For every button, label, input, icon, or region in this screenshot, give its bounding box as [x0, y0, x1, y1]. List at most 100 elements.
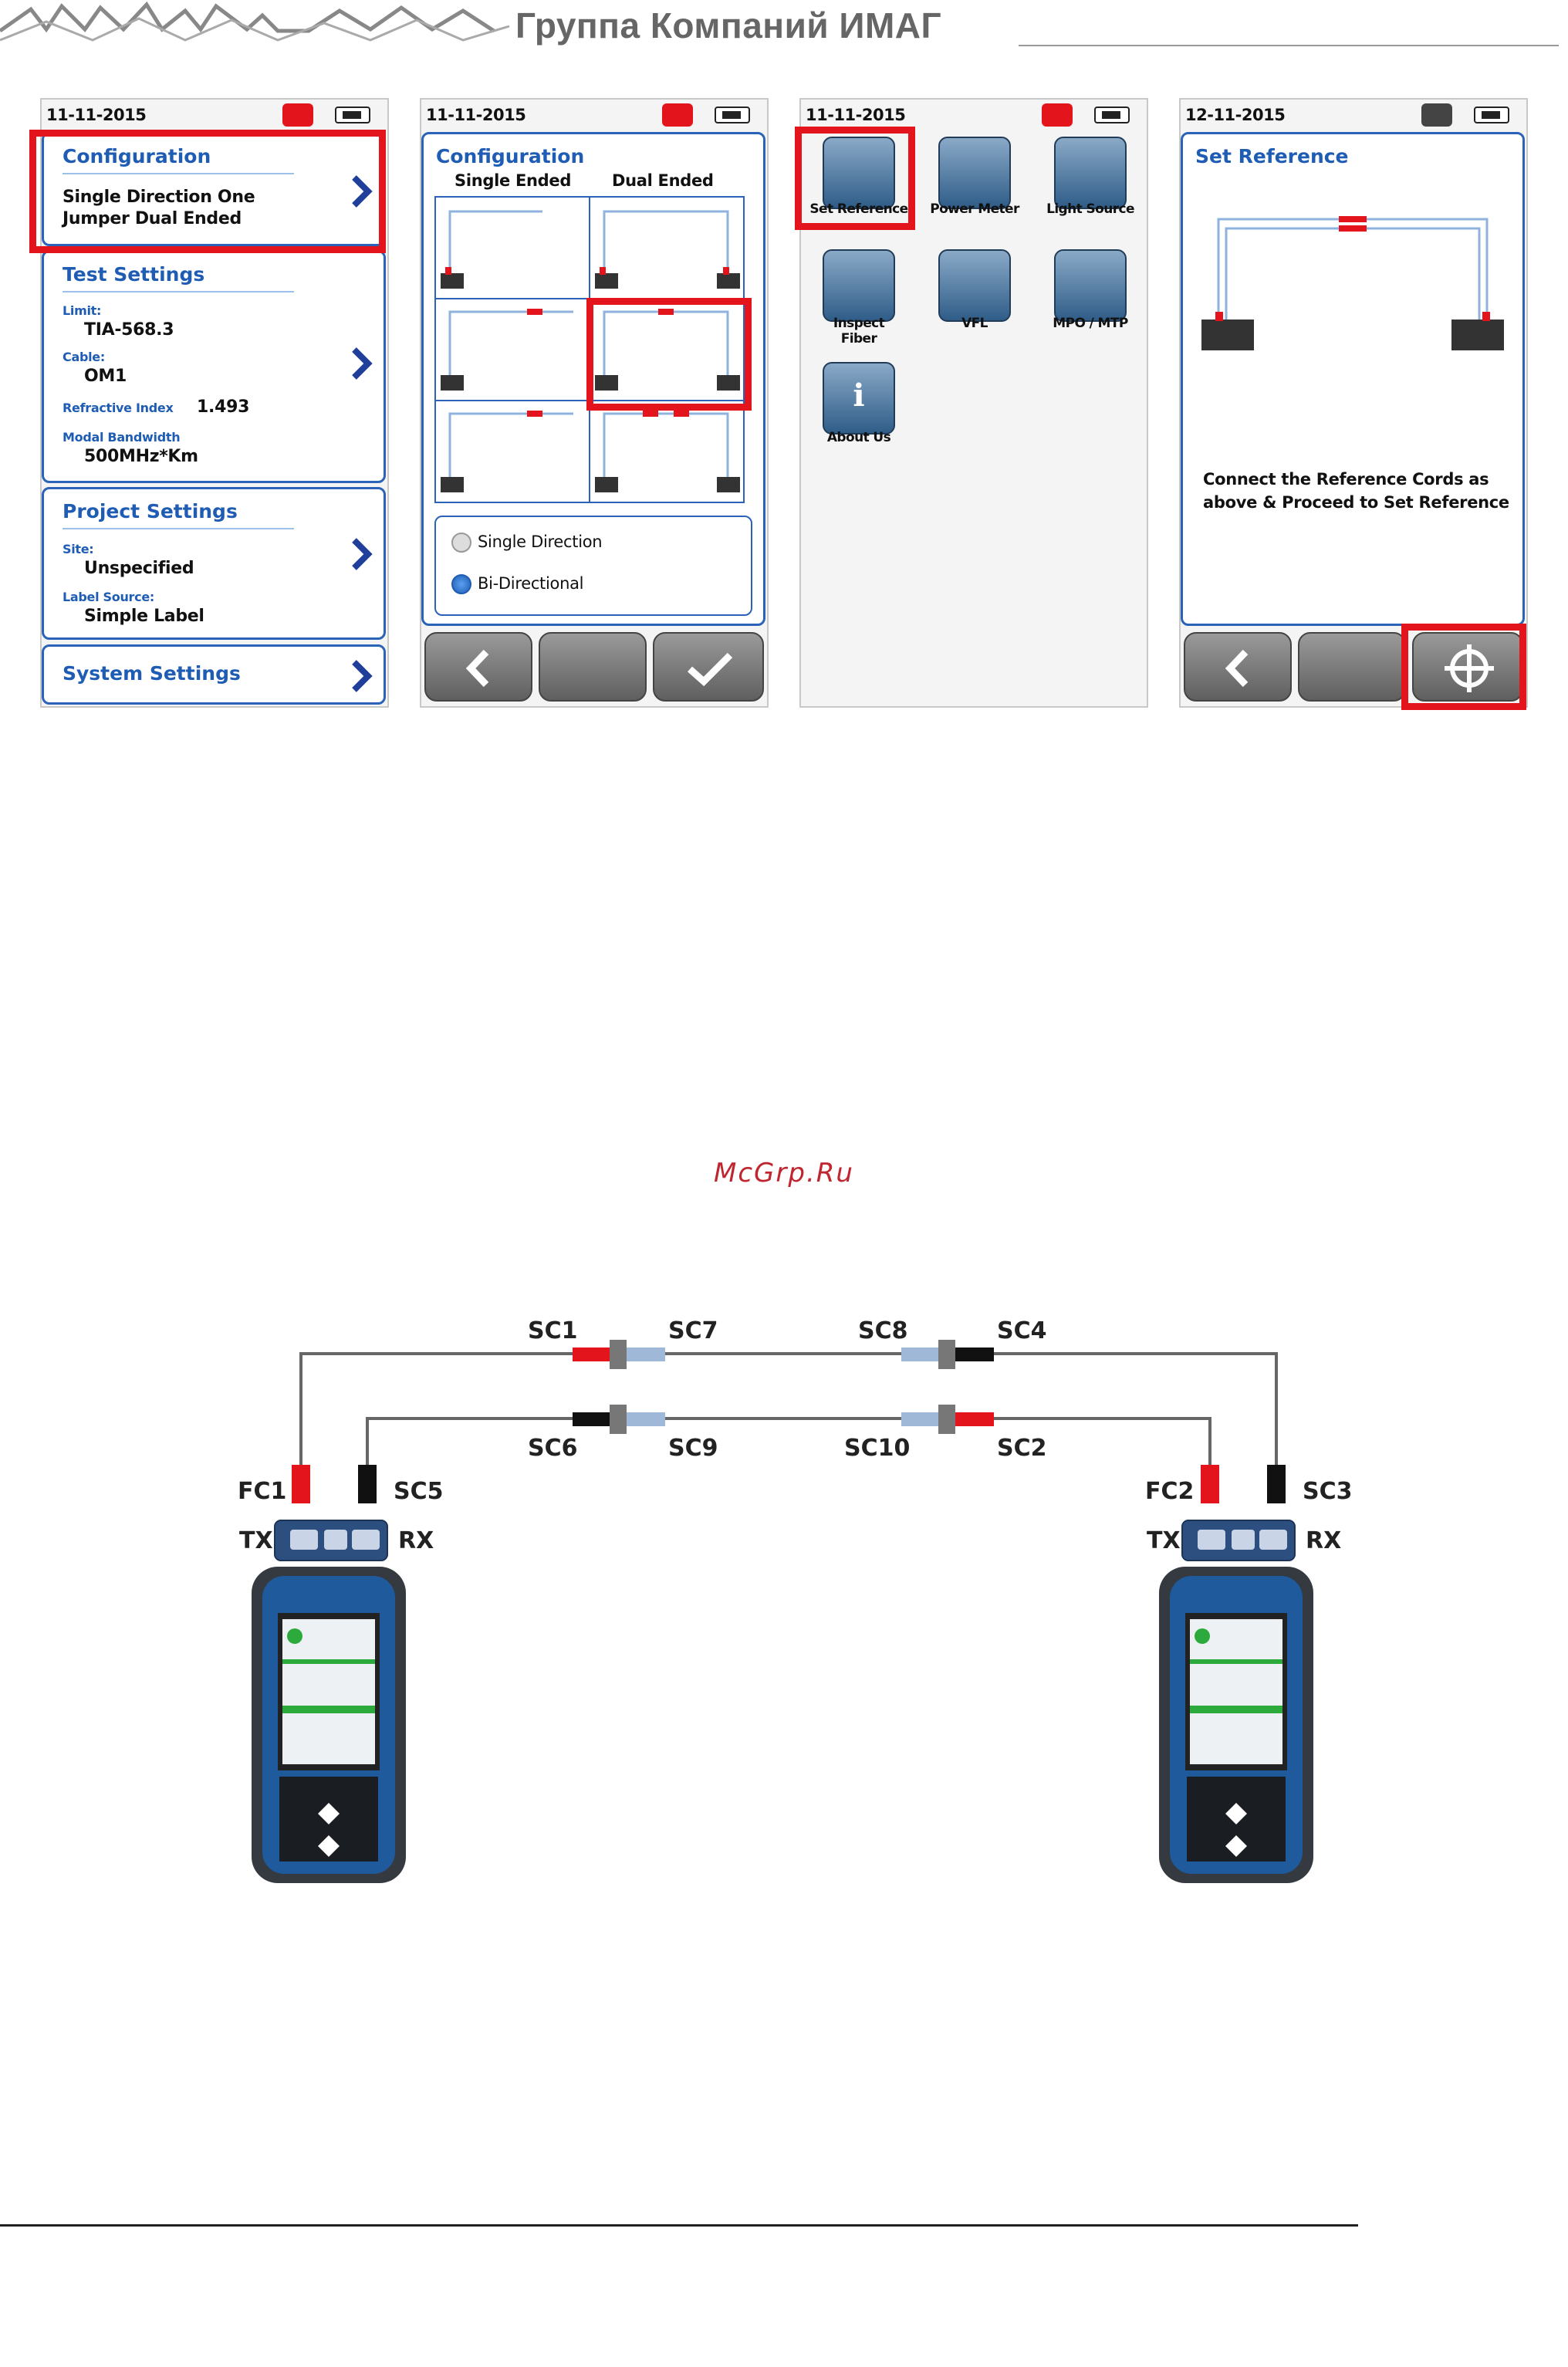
radio-single-direction[interactable] [451, 533, 471, 553]
rx-label: RX [398, 1527, 434, 1554]
phone-icon [1042, 103, 1073, 127]
tile-label: MPO / MTP [1053, 316, 1128, 331]
watermark: McGrp.Ru [714, 1158, 854, 1189]
chevron-left-icon [1225, 649, 1249, 688]
test-settings-title: Test Settings [63, 263, 205, 286]
highlight-box [586, 298, 752, 411]
configuration-panel[interactable]: Configuration Single Direction One Jumpe… [42, 132, 386, 246]
date-label: 11-11-2015 [46, 106, 147, 124]
info-icon[interactable]: i [823, 362, 895, 435]
cable-label: Cable: [63, 350, 105, 364]
dual-ended-heading: Dual Ended [612, 171, 714, 190]
set-reference-icon[interactable] [823, 137, 895, 209]
chevron-right-icon [352, 660, 373, 692]
company-name: Группа Компаний ИМАГ [515, 5, 942, 46]
tile-label: Power Meter [930, 201, 1019, 217]
test-settings-panel[interactable]: Test Settings Limit: TIA-568.3 Cable: OM… [42, 250, 386, 483]
battery-icon [1474, 107, 1509, 123]
cable-value: OM1 [84, 367, 127, 386]
confirm-button[interactable] [653, 632, 764, 702]
date-label: 11-11-2015 [806, 106, 906, 124]
vfl-icon[interactable] [938, 249, 1011, 322]
system-settings-panel[interactable]: System Settings [42, 644, 386, 705]
back-button[interactable] [1184, 632, 1292, 702]
screen-tools: 11-11-2015 Set Reference Power Meter Lig… [799, 98, 1148, 708]
tester-device-left-icon [252, 1567, 406, 1883]
radio-bi-directional[interactable] [451, 574, 471, 594]
label-source-label: Label Source: [63, 590, 154, 604]
configuration-title: Configuration [63, 145, 211, 167]
connection-diagram: SC1 SC7 SC8 SC4 SC6 SC9 SC10 SC2 FC1 SC5… [238, 1317, 1353, 1883]
header-rule [1019, 45, 1559, 46]
status-bar: 12-11-2015 [1181, 100, 1526, 130]
direction-options: Single Direction Bi-Directional [434, 516, 752, 616]
modal-bandwidth-label: Modal Bandwidth [63, 430, 181, 445]
refractive-index-label: Refractive Index [63, 401, 174, 415]
project-settings-title: Project Settings [63, 500, 238, 522]
port-label: SC5 [394, 1478, 444, 1505]
tile-label: Set Reference [809, 201, 908, 217]
modal-bandwidth-value: 500MHz*Km [84, 447, 198, 466]
tester-device-right-icon [1159, 1567, 1313, 1883]
configuration-panel: Configuration Single Ended Dual Ended [421, 132, 765, 626]
rule [63, 173, 294, 174]
blank-button[interactable] [1298, 632, 1406, 702]
configuration-value: Single Direction One Jumper Dual Ended [63, 188, 255, 228]
site-label: Site: [63, 542, 94, 556]
tile-label: VFL [961, 316, 988, 331]
status-bar: 11-11-2015 [421, 100, 767, 130]
connector-label: SC6 [528, 1435, 578, 1462]
light-source-icon[interactable] [1054, 137, 1127, 209]
rule [63, 291, 294, 292]
screen-main-menu: 11-11-2015 Configuration Single Directio… [40, 98, 389, 708]
port-label: FC2 [1145, 1478, 1194, 1505]
power-meter-icon[interactable] [938, 137, 1011, 209]
configuration-title: Configuration [436, 145, 585, 167]
bi-directional-label: Bi-Directional [478, 574, 584, 593]
chevron-right-icon [352, 538, 373, 570]
chevron-left-icon [465, 649, 489, 688]
check-icon [688, 652, 733, 687]
tile-label: About Us [826, 430, 891, 445]
tile-label: Inspect Fiber [833, 316, 885, 347]
tx-label: TX [239, 1527, 273, 1554]
highlight-box [29, 130, 386, 253]
port-label: FC1 [238, 1478, 286, 1505]
project-settings-panel[interactable]: Project Settings Site: Unspecified Label… [42, 487, 386, 640]
tester-module-left-icon [274, 1520, 388, 1561]
system-settings-title: System Settings [63, 662, 241, 685]
refractive-index-value: 1.493 [197, 397, 250, 417]
screen-configuration: 11-11-2015 Configuration Single Ended Du… [420, 98, 769, 708]
limit-label: Limit: [63, 303, 102, 318]
tx-label: TX [1147, 1527, 1181, 1554]
inspect-fiber-icon[interactable] [823, 249, 895, 322]
blank-button[interactable] [539, 632, 647, 702]
set-reference-button[interactable] [1412, 632, 1523, 702]
battery-icon [715, 107, 750, 123]
connector-label: SC7 [668, 1317, 718, 1344]
chevron-right-icon [352, 347, 373, 380]
page-header: Группа Компаний ИМАГ [0, 0, 1568, 54]
configuration-grid[interactable] [434, 196, 752, 508]
back-button[interactable] [424, 632, 532, 702]
tile-label: Light Source [1046, 201, 1134, 217]
connector-label: SC1 [528, 1317, 578, 1344]
set-reference-panel: Set Reference Connect the Reference Cord… [1181, 132, 1525, 626]
single-direction-label: Single Direction [478, 533, 603, 551]
reference-cord-diagram [1201, 216, 1504, 350]
date-label: 11-11-2015 [426, 106, 526, 124]
tester-module-right-icon [1181, 1520, 1296, 1561]
battery-icon [335, 107, 370, 123]
phone-icon [1421, 103, 1452, 127]
date-label: 12-11-2015 [1185, 106, 1286, 124]
label-source-value: Simple Label [84, 607, 204, 626]
set-reference-title: Set Reference [1195, 145, 1349, 167]
connector-label: SC2 [997, 1435, 1047, 1462]
rule [63, 528, 294, 529]
connector-label: SC4 [997, 1317, 1047, 1344]
highlight-box [1401, 624, 1526, 710]
mpo-mtp-icon[interactable] [1054, 249, 1127, 322]
rx-label: RX [1306, 1527, 1341, 1554]
instruction-text: Connect the Reference Cords as above & P… [1203, 470, 1509, 512]
site-value: Unspecified [84, 559, 194, 578]
